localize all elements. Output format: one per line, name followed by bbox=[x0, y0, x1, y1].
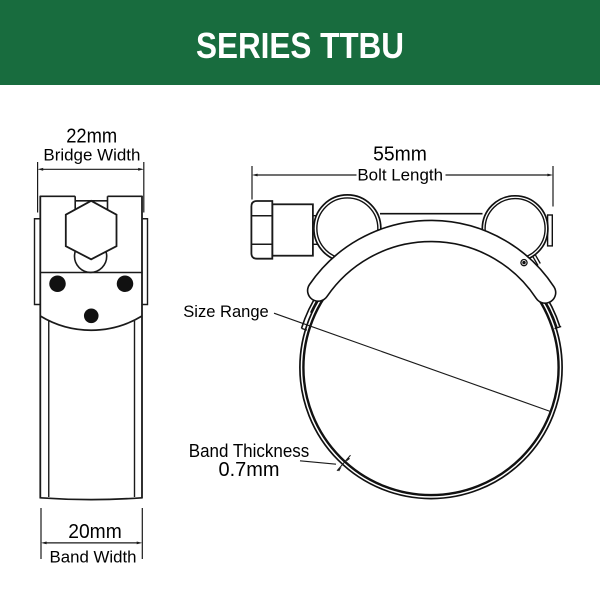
svg-text:22mm: 22mm bbox=[66, 125, 117, 147]
svg-text:Bolt Length: Bolt Length bbox=[357, 166, 443, 185]
svg-text:Bridge Width: Bridge Width bbox=[43, 146, 140, 165]
svg-text:20mm: 20mm bbox=[68, 521, 122, 543]
svg-text:Band Width: Band Width bbox=[50, 547, 137, 566]
svg-text:Size Range: Size Range bbox=[183, 302, 269, 321]
svg-text:Band Thickness: Band Thickness bbox=[189, 441, 310, 461]
svg-text:SERIES TTBU: SERIES TTBU bbox=[196, 25, 404, 66]
svg-text:55mm: 55mm bbox=[373, 144, 427, 166]
svg-text:0.7mm: 0.7mm bbox=[219, 459, 280, 481]
